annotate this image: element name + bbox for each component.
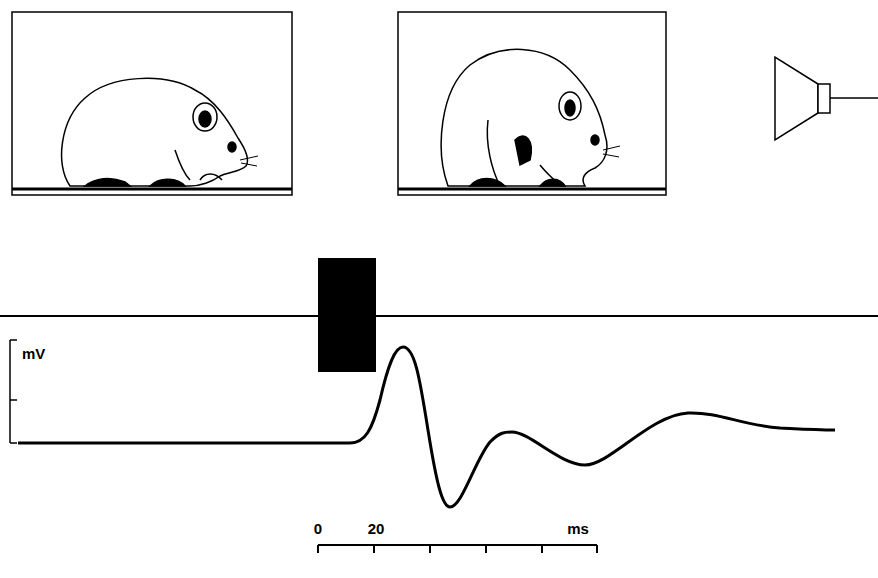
stimulus-trace (0, 258, 878, 372)
mv-scale-bracket (10, 340, 17, 443)
tick-label: 20 (368, 521, 385, 536)
speaker-symbol (775, 57, 878, 140)
unit-label: mV (22, 346, 45, 361)
cage-right (398, 12, 666, 195)
tick-label: 0 (314, 521, 322, 536)
unit-label: ms (567, 521, 589, 536)
time-axis (318, 545, 597, 553)
hamster-startled (441, 49, 620, 186)
response-waveform (18, 347, 835, 507)
hamster-crouching (62, 78, 258, 186)
cage-left (12, 12, 292, 195)
